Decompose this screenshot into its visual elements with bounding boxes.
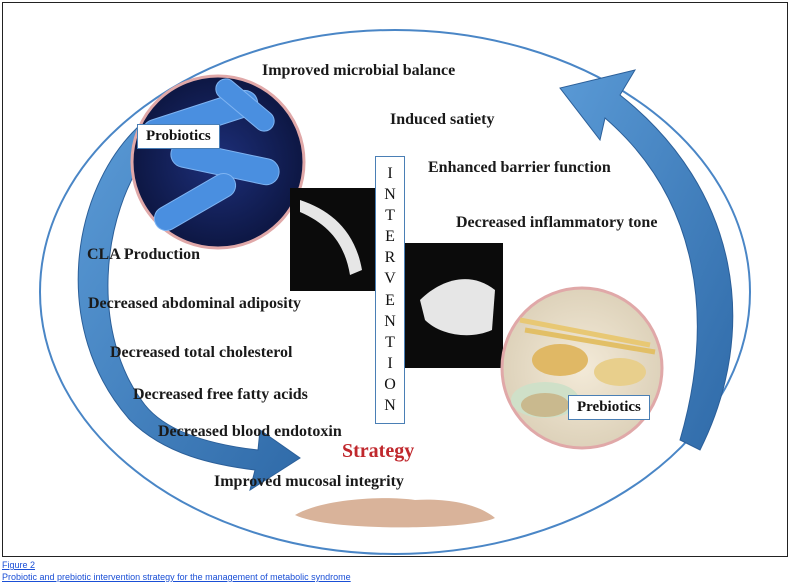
intervention-letter: I [387,354,393,372]
intervention-letter: N [384,185,396,203]
outcome-improved-microbial-balance: Improved microbial balance [262,62,456,79]
outcome-decreased-abdominal-adiposity: Decreased abdominal adiposity [88,295,302,312]
prebiotics-label: Prebiotics [568,395,650,420]
left-arrow [77,124,301,492]
intervention-letter: V [384,270,396,288]
intervention-vertical-label: I N T E R V E N T I O N [375,156,405,424]
intervention-letter: E [385,291,395,309]
intervention-letter: N [384,397,396,415]
outcome-enhanced-barrier-function: Enhanced barrier function [428,159,611,176]
intervention-letter: E [385,228,395,246]
intervention-letter: T [385,206,395,224]
outcome-improved-mucosal-integrity: Improved mucosal integrity [214,473,404,490]
outcome-cla-production: CLA Production [87,246,201,263]
figure-caption-link[interactable]: Probiotic and prebiotic intervention str… [2,572,351,582]
intervention-letter: T [385,333,395,351]
outcome-decreased-free-fatty-acids: Decreased free fatty acids [133,386,308,403]
top-right-arrow [559,69,734,451]
outcome-decreased-blood-endotoxin: Decreased blood endotoxin [158,423,342,440]
figure-number-link[interactable]: Figure 2 [2,560,36,570]
intervention-letter: O [384,376,396,394]
pasta-grains [511,317,656,418]
outcome-induced-satiety: Induced satiety [390,111,495,128]
outcome-decreased-inflammatory-tone: Decreased inflammatory tone [456,214,658,231]
intervention-letter: I [387,164,393,182]
probiotics-label: Probiotics [137,124,220,149]
cycle-ellipse [39,29,751,555]
intervention-letter: R [384,249,396,267]
intervention-letter: N [384,312,396,330]
strategy-label: Strategy [342,440,415,462]
outcome-decreased-total-cholesterol: Decreased total cholesterol [110,344,293,361]
holding-hands [295,498,495,528]
